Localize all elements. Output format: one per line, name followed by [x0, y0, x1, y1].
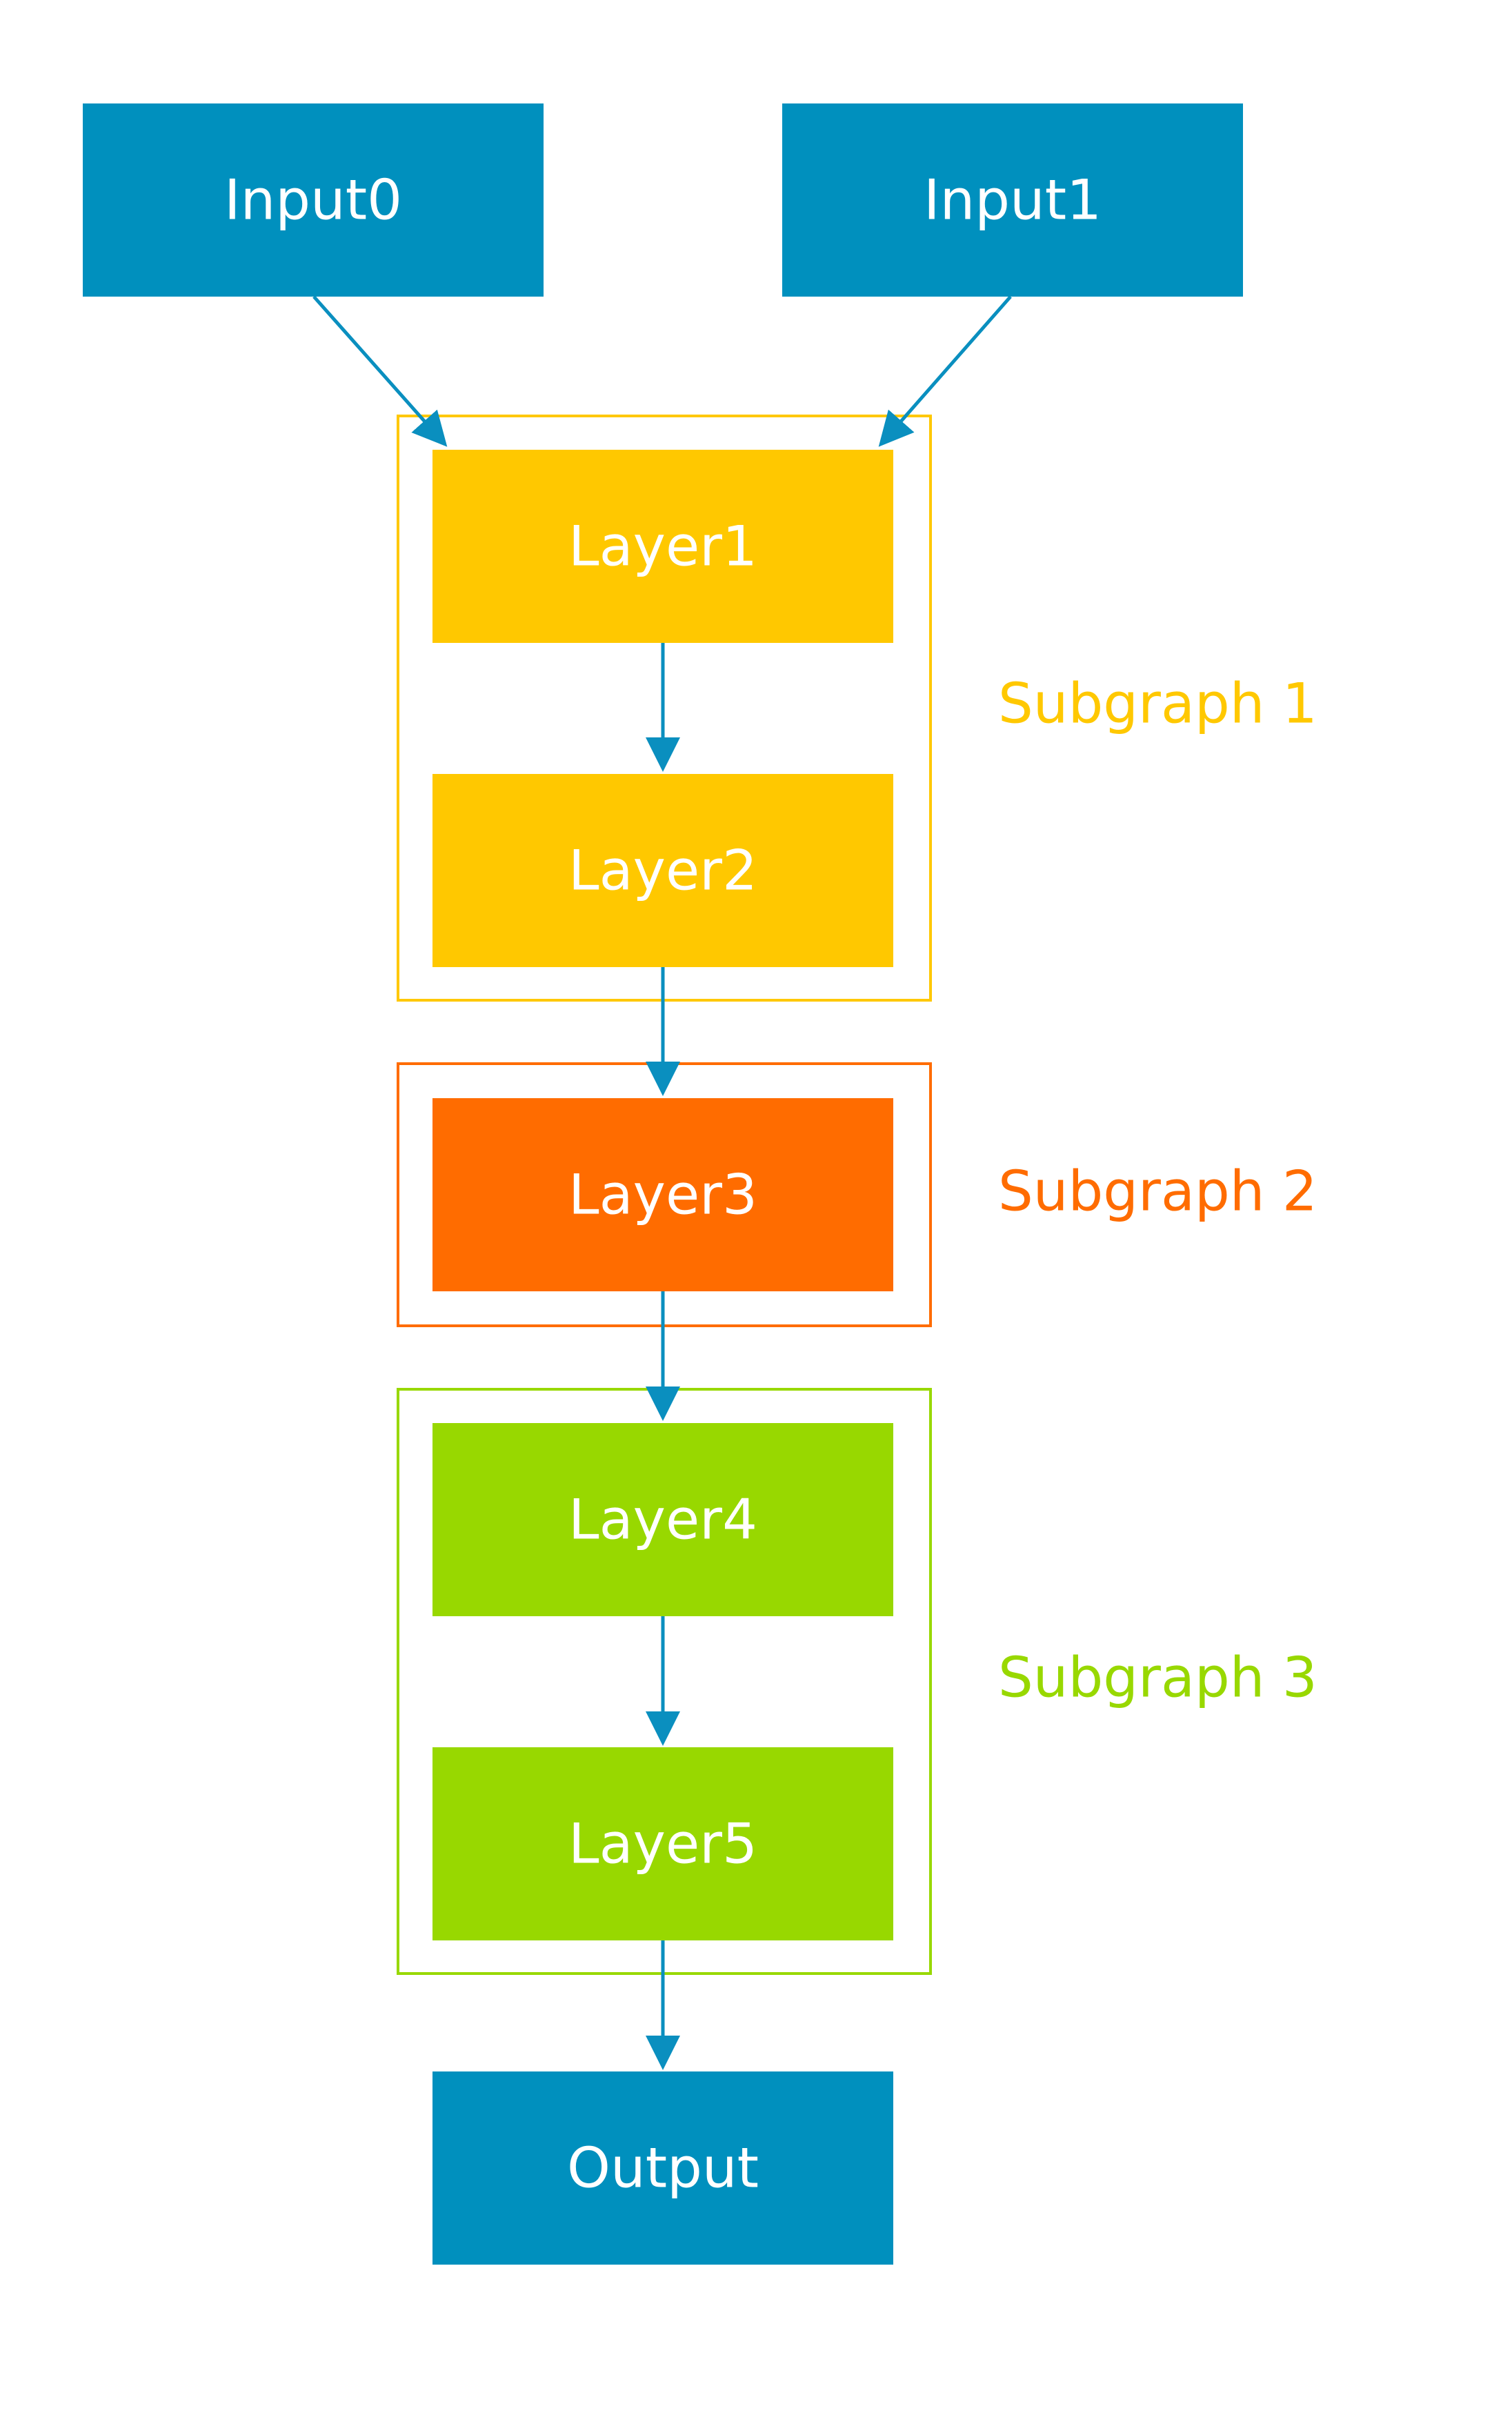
- node-box-io: [432, 2071, 893, 2265]
- node-layer1[interactable]: Layer1: [432, 450, 893, 643]
- node-label: Layer1: [568, 515, 757, 579]
- node-box-io: [83, 103, 544, 297]
- node-layer2[interactable]: Layer2: [432, 774, 893, 967]
- node-box-io: [782, 103, 1243, 297]
- node-label: Input1: [924, 168, 1102, 232]
- edge-input0-layer1: [312, 295, 448, 447]
- subgraph3-label: Subgraph 3: [998, 1646, 1317, 1710]
- node-label: Input0: [224, 168, 402, 232]
- node-label: Layer2: [568, 839, 757, 903]
- node-box-subgraph1: [432, 450, 893, 643]
- node-input1[interactable]: Input1: [782, 103, 1243, 297]
- node-box-subgraph2: [432, 1098, 893, 1291]
- edge-input1-layer1: [878, 295, 1012, 447]
- node-label: Layer3: [568, 1163, 757, 1227]
- node-box-subgraph3: [432, 1747, 893, 1940]
- node-layer3[interactable]: Layer3: [432, 1098, 893, 1291]
- subgraph1-label: Subgraph 1: [998, 672, 1317, 736]
- node-output[interactable]: Output: [432, 2071, 893, 2265]
- node-label: Output: [567, 2136, 759, 2200]
- subgraph2-label: Subgraph 2: [998, 1160, 1317, 1224]
- node-label: Layer5: [568, 1812, 757, 1876]
- node-box-subgraph1: [432, 774, 893, 967]
- edges: [312, 295, 1012, 2070]
- node-layer5[interactable]: Layer5: [432, 1747, 893, 1940]
- node-layer4[interactable]: Layer4: [432, 1423, 893, 1616]
- node-box-subgraph3: [432, 1423, 893, 1616]
- node-label: Layer4: [568, 1488, 757, 1552]
- node-input0[interactable]: Input0: [83, 103, 544, 297]
